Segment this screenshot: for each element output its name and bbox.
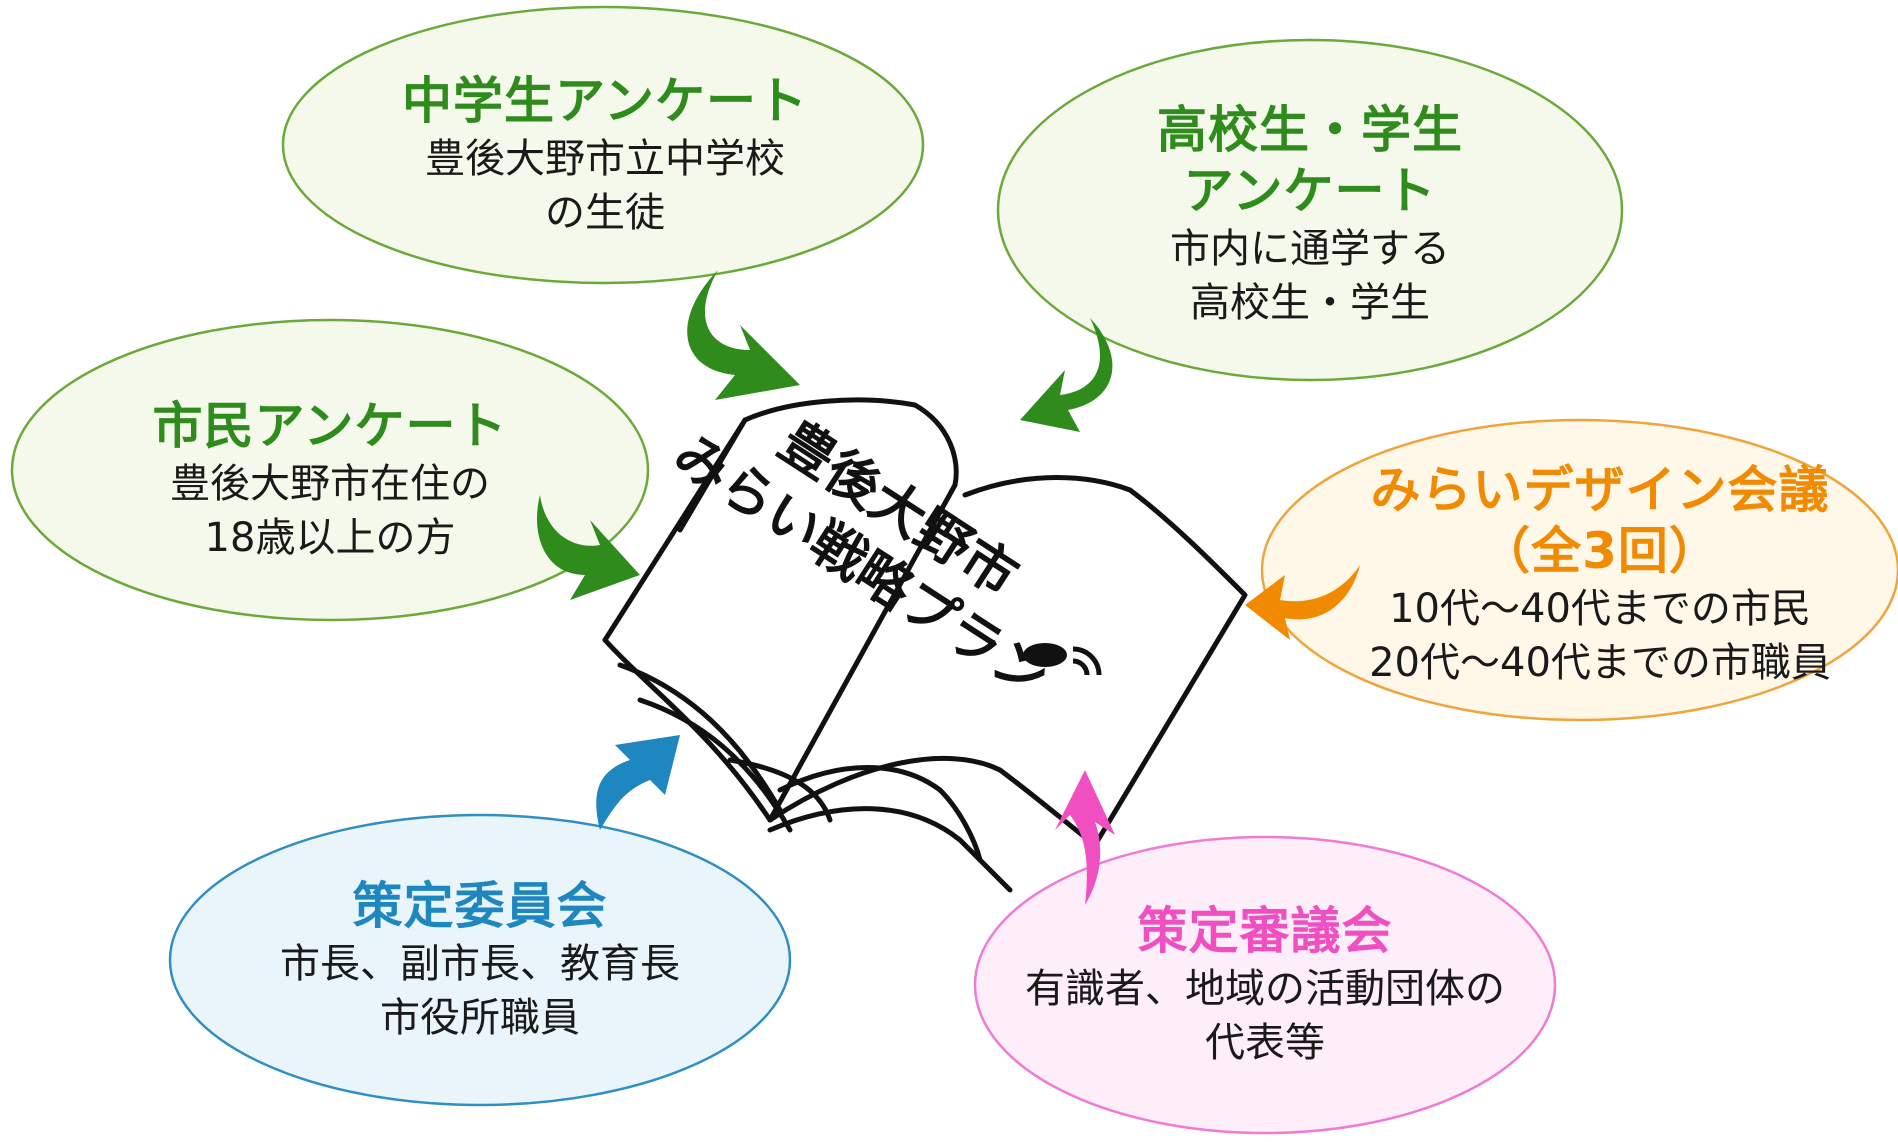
bubble-title-line-1: 高校生・学生: [1157, 101, 1463, 159]
bubble-desc-line-1: 有識者、地域の活動団体の: [1025, 965, 1505, 1012]
bubble-desc-line-2: の生徒: [545, 189, 665, 236]
bubble-mirai-design: みらいデザイン会議 （全3回） 10代～40代までの市民 20代～40代までの市…: [1320, 440, 1880, 710]
book-illustration: [602, 397, 1248, 893]
bubble-outline-junior-high: [281, 5, 925, 285]
bubble-desc-line-1: 豊後大野市在住の: [170, 460, 490, 507]
bubble-junior-high: 中学生アンケート 豊後大野市立中学校 の生徒: [330, 55, 880, 255]
bubble-desc-line-2: 20代～40代までの市職員: [1369, 640, 1831, 686]
bubble-title-line-2: アンケート: [1183, 162, 1437, 220]
bubble-desc-line-2: 高校生・学生: [1190, 280, 1430, 326]
bubble-high-school: 高校生・学生 アンケート 市内に通学する 高校生・学生: [1060, 80, 1560, 350]
bubble-desc-line-1: 10代～40代までの市民: [1389, 586, 1811, 632]
arrow-council: [1055, 770, 1115, 905]
bubble-desc-line-2: 代表等: [1205, 1019, 1325, 1066]
arrow-high-school: [1020, 318, 1113, 432]
arrow-citizens: [537, 495, 640, 600]
cloud-wifi-icon: [1023, 643, 1102, 676]
bubble-desc-line-1: 市内に通学する: [1170, 226, 1450, 272]
bubble-desc-line-1: 豊後大野市立中学校: [425, 135, 785, 182]
bubble-committee: 策定委員会 市長、副市長、教育長 市役所職員: [200, 860, 760, 1060]
bubble-outline-high-school: [996, 38, 1624, 382]
arrow-mirai-design: [1245, 565, 1360, 640]
bubble-title-line-1: みらいデザイン会議: [1370, 461, 1830, 519]
bubble-council: 策定審議会 有識者、地域の活動団体の 代表等: [985, 885, 1545, 1085]
bubble-outline-council: [973, 835, 1557, 1135]
bubble-title: 策定委員会: [352, 876, 608, 935]
bubble-title: 市民アンケート: [152, 396, 508, 455]
bubble-desc-line-1: 市長、副市長、教育長: [280, 940, 680, 987]
bubble-desc-line-2: 18歳以上の方: [204, 514, 456, 561]
arrow-committee: [596, 735, 680, 830]
bubble-desc-line-2: 市役所職員: [380, 994, 580, 1041]
arrow-junior-high: [687, 270, 800, 400]
bubble-outline-committee: [168, 813, 792, 1107]
bubble-title-line-2: （全3回）: [1480, 522, 1720, 580]
bubble-title: 中学生アンケート: [402, 71, 808, 130]
bubble-outline-mirai-design: [1260, 418, 1898, 722]
bubble-title: 策定審議会: [1137, 901, 1393, 960]
bubble-outline-citizens: [10, 318, 650, 622]
bubble-citizens: 市民アンケート 豊後大野市在住の 18歳以上の方: [90, 380, 570, 580]
